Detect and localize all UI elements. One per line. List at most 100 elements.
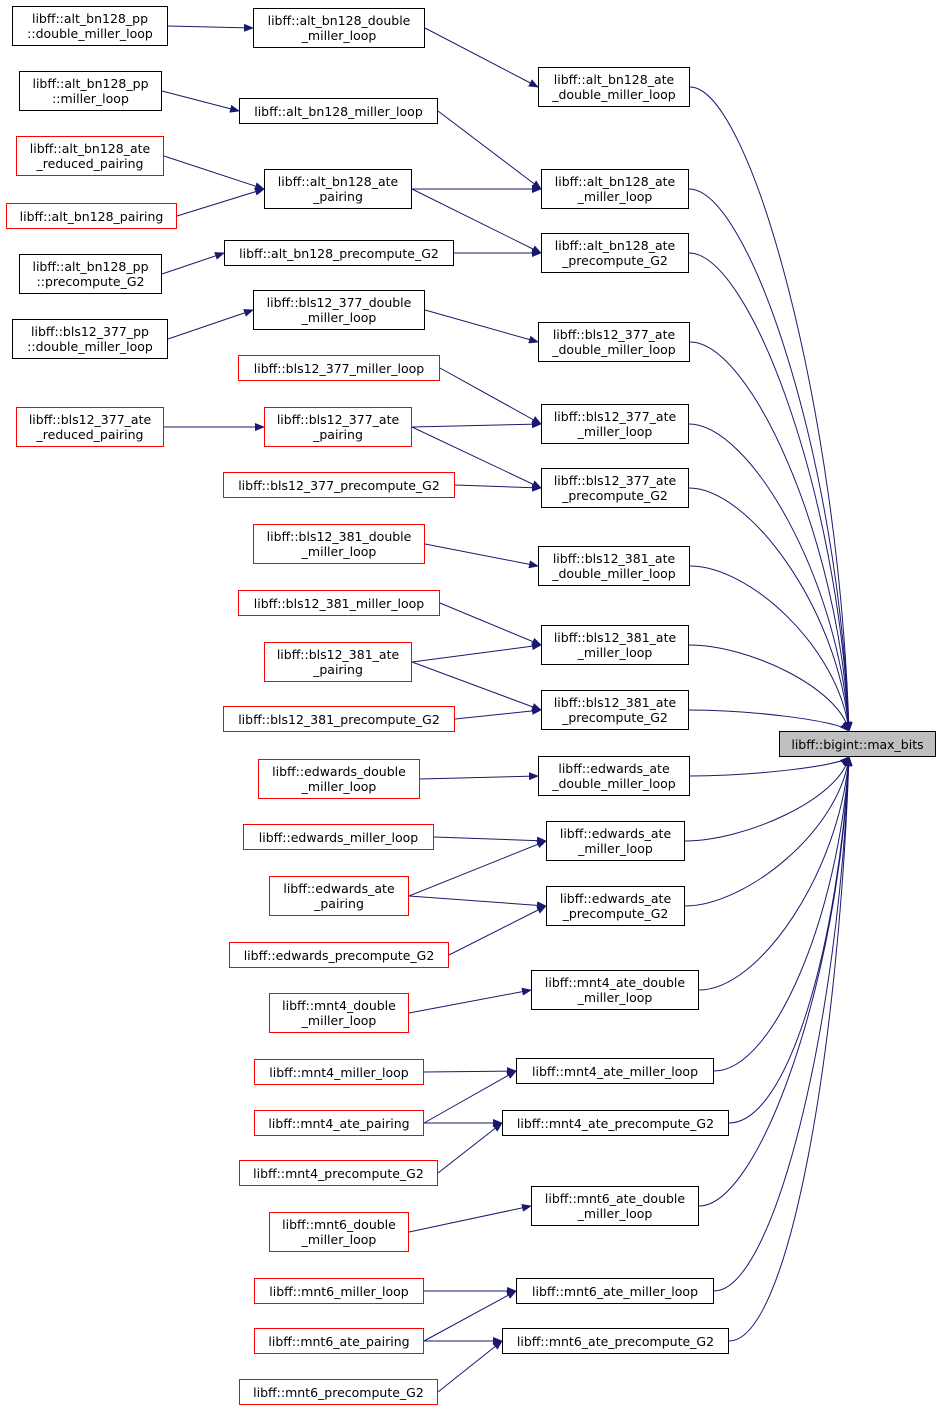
call-edge: [728, 756, 853, 1342]
call-edge: [688, 188, 853, 732]
call-edge: [161, 252, 225, 275]
graph-node-m4-pcg2[interactable]: libff::mnt4_precompute_G2: [239, 1160, 438, 1186]
call-edge: [688, 487, 853, 732]
graph-node-b381-dml[interactable]: libff::bls12_381_double _miller_loop: [253, 524, 425, 564]
graph-node-pp-dml[interactable]: libff::alt_bn128_pp ::double_miller_loop: [12, 6, 168, 46]
graph-node-b377pp-dml[interactable]: libff::bls12_377_pp ::double_miller_loop: [12, 319, 168, 359]
call-edge: [167, 23, 254, 32]
graph-node-bn-ate-p[interactable]: libff::alt_bn128_ate _pairing: [264, 169, 412, 209]
call-edge: [167, 309, 254, 340]
call-edge: [408, 987, 532, 1014]
graph-node-m6-ate-ml[interactable]: libff::mnt6_ate_miller_loop: [516, 1278, 714, 1304]
graph-node-ed-ate-pcg2[interactable]: libff::edwards_ate _precompute_G2: [546, 886, 685, 926]
call-edge: [411, 661, 542, 711]
call-edge: [408, 895, 547, 910]
graph-node-pp-pcg2[interactable]: libff::alt_bn128_pp ::precompute_G2: [19, 254, 162, 294]
target-node-max-bits: libff::bigint::max_bits: [779, 731, 936, 757]
call-edge: [713, 756, 853, 1292]
graph-node-m4-ate-pcg2[interactable]: libff::mnt4_ate_precompute_G2: [502, 1110, 729, 1136]
call-edge: [411, 188, 542, 254]
call-edge: [176, 187, 265, 217]
graph-node-ed-ml[interactable]: libff::edwards_miller_loop: [243, 824, 434, 850]
call-edge: [689, 86, 853, 732]
call-edge: [419, 772, 539, 781]
graph-node-m6-ate-pcg2[interactable]: libff::mnt6_ate_precompute_G2: [502, 1328, 729, 1354]
graph-node-m6-ate-dml[interactable]: libff::mnt6_ate_double _miller_loop: [531, 1186, 699, 1226]
call-edge: [411, 642, 542, 663]
call-edge: [688, 423, 853, 732]
graph-node-b377-ate-dml[interactable]: libff::bls12_377_ate _double_miller_loop: [538, 322, 690, 362]
call-edge: [163, 155, 265, 190]
graph-node-b377-pcg2[interactable]: libff::bls12_377_precompute_G2: [223, 472, 455, 498]
graph-node-m4-ate-ml[interactable]: libff::mnt4_ate_miller_loop: [516, 1058, 714, 1084]
call-edge: [684, 756, 852, 907]
graph-node-m4-dml[interactable]: libff::mnt4_double _miller_loop: [269, 993, 409, 1033]
call-edge: [437, 110, 542, 190]
call-edge: [408, 1203, 532, 1233]
call-edge: [439, 602, 542, 646]
call-edge: [698, 756, 853, 1207]
call-edge: [411, 420, 542, 429]
graph-node-m6-dml[interactable]: libff::mnt6_double _miller_loop: [269, 1212, 409, 1252]
graph-node-m6-ate-p[interactable]: libff::mnt6_ate_pairing: [254, 1328, 424, 1354]
graph-node-m4-ml[interactable]: libff::mnt4_miller_loop: [254, 1059, 424, 1085]
call-edge: [424, 543, 539, 569]
graph-node-bn-ml[interactable]: libff::alt_bn128_miller_loop: [239, 98, 438, 124]
call-edge: [424, 27, 539, 88]
call-edge: [698, 756, 853, 991]
graph-node-b377-ate-ml[interactable]: libff::bls12_377_ate _miller_loop: [541, 404, 689, 444]
call-edge: [423, 1067, 517, 1076]
graph-node-b377-ate-p[interactable]: libff::bls12_377_ate _pairing: [264, 407, 412, 447]
call-edge: [688, 709, 850, 732]
call-edge: [433, 836, 547, 845]
call-edge: [161, 90, 240, 113]
graph-node-bn-ate-ml[interactable]: libff::alt_bn128_ate _miller_loop: [541, 169, 689, 209]
graph-node-b381-ate-ml[interactable]: libff::bls12_381_ate _miller_loop: [541, 625, 689, 665]
graph-node-bn-dml[interactable]: libff::alt_bn128_double _miller_loop: [253, 8, 425, 48]
graph-node-bn-pcg2[interactable]: libff::alt_bn128_precompute_G2: [224, 240, 454, 266]
graph-node-m4-ate-dml[interactable]: libff::mnt4_ate_double _miller_loop: [531, 970, 699, 1010]
call-edge: [411, 426, 542, 489]
graph-node-ed-ate-ml[interactable]: libff::edwards_ate _miller_loop: [546, 821, 685, 861]
graph-node-b381-ate-pcg2[interactable]: libff::bls12_381_ate _precompute_G2: [541, 690, 689, 730]
graph-node-bn-p[interactable]: libff::alt_bn128_pairing: [6, 203, 177, 229]
graph-node-m4-ate-p[interactable]: libff::mnt4_ate_pairing: [254, 1110, 424, 1136]
call-edge: [728, 756, 853, 1124]
call-edge: [684, 756, 851, 842]
call-edge: [439, 367, 542, 425]
graph-node-b381-ate-p[interactable]: libff::bls12_381_ate _pairing: [264, 642, 412, 682]
call-edge: [689, 341, 853, 732]
call-edge: [454, 706, 542, 720]
graph-node-bn-ate-rp[interactable]: libff::alt_bn128_ate _reduced_pairing: [16, 136, 164, 176]
graph-node-m6-ml[interactable]: libff::mnt6_miller_loop: [254, 1278, 424, 1304]
graph-node-ed-dml[interactable]: libff::edwards_double _miller_loop: [258, 759, 420, 799]
graph-node-b381-ate-dml[interactable]: libff::bls12_381_ate _double_miller_loop: [538, 546, 690, 586]
graph-node-bn-ate-pcg2[interactable]: libff::alt_bn128_ate _precompute_G2: [541, 233, 689, 273]
graph-node-b381-pcg2[interactable]: libff::bls12_381_precompute_G2: [223, 706, 455, 732]
graph-node-b377-ate-pcg2[interactable]: libff::bls12_377_ate _precompute_G2: [541, 468, 689, 508]
call-edge: [437, 1122, 503, 1174]
call-edge: [689, 565, 852, 732]
graph-node-b377-ml[interactable]: libff::bls12_377_miller_loop: [238, 355, 440, 381]
graph-node-b377-ate-rp[interactable]: libff::bls12_377_ate _reduced_pairing: [16, 407, 164, 447]
graph-node-bn-ate-dml[interactable]: libff::alt_bn128_ate _double_miller_loop: [538, 67, 690, 107]
call-edge: [408, 840, 547, 897]
call-edge: [688, 644, 851, 732]
graph-node-b377-dml[interactable]: libff::bls12_377_double _miller_loop: [253, 290, 425, 330]
graph-node-ed-ate-p[interactable]: libff::edwards_ate _pairing: [269, 876, 409, 916]
graph-node-ed-ate-dml[interactable]: libff::edwards_ate _double_miller_loop: [538, 756, 690, 796]
graph-node-b381-ml[interactable]: libff::bls12_381_miller_loop: [238, 590, 440, 616]
graph-node-pp-ml[interactable]: libff::alt_bn128_pp ::miller_loop: [19, 71, 162, 111]
call-edge: [448, 905, 547, 956]
call-edge: [423, 1290, 517, 1342]
graph-node-m6-pcg2[interactable]: libff::mnt6_precompute_G2: [239, 1379, 438, 1405]
graph-node-ed-pcg2[interactable]: libff::edwards_precompute_G2: [229, 942, 449, 968]
call-edge: [424, 309, 539, 344]
call-edge: [454, 483, 542, 492]
call-edge: [423, 1070, 517, 1124]
call-edge: [713, 756, 853, 1072]
call-edge: [689, 756, 850, 777]
call-edge: [688, 252, 853, 732]
